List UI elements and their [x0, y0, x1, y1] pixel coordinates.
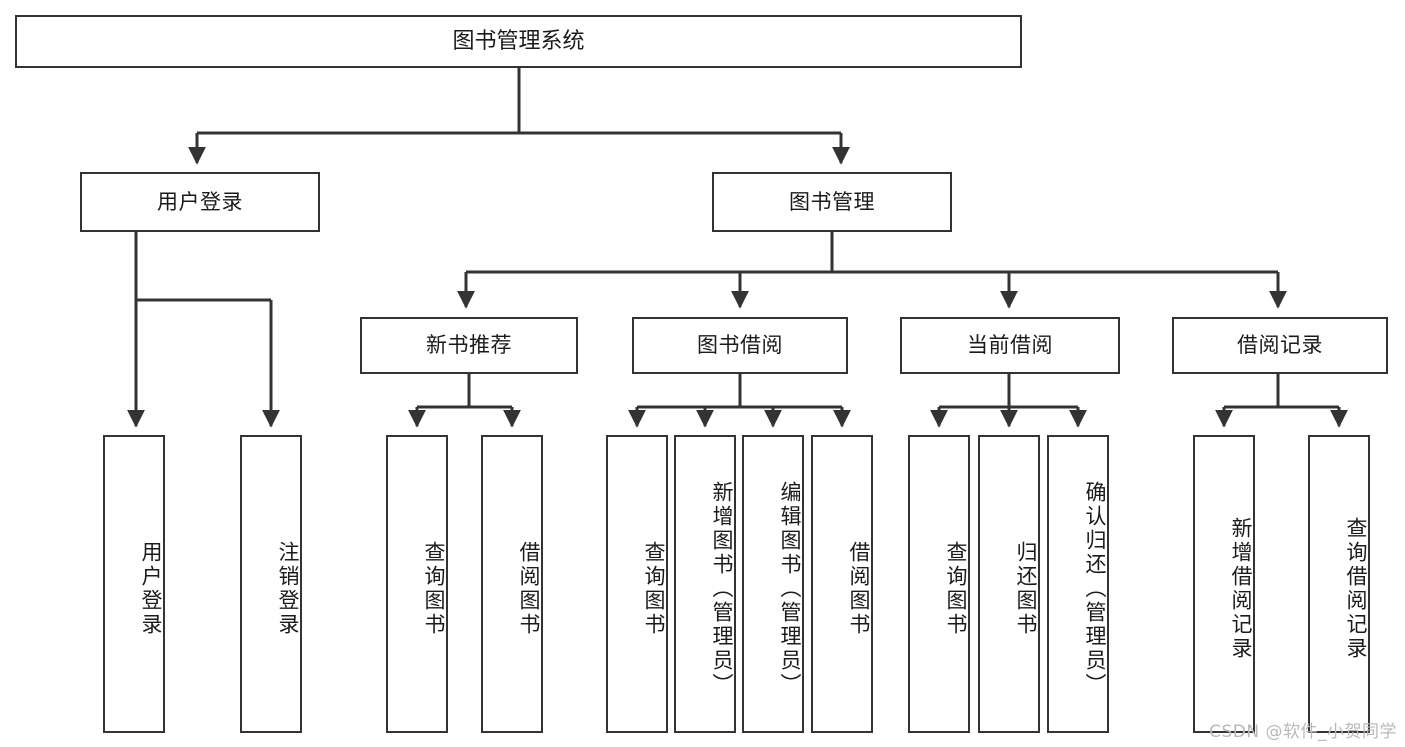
node-label: 查询图书 — [422, 541, 446, 637]
leaf-borrow-borrow-book[interactable]: 借阅图书 — [811, 435, 873, 733]
node-label: 图书管理系统 — [452, 28, 585, 54]
node-current-borrow[interactable]: 当前借阅 — [900, 317, 1120, 374]
node-label: 当前借阅 — [967, 333, 1053, 358]
leaf-current-return-book[interactable]: 归还图书 — [978, 435, 1040, 733]
node-label: 查询图书 — [944, 541, 968, 637]
leaf-borrow-query-book[interactable]: 查询图书 — [606, 435, 668, 733]
node-label: 查询图书 — [642, 541, 666, 637]
node-book-borrow[interactable]: 图书借阅 — [632, 317, 848, 374]
node-label: 用户登录 — [157, 189, 243, 214]
node-label: 图书管理 — [789, 189, 875, 214]
node-borrow-record[interactable]: 借阅记录 — [1172, 317, 1388, 374]
node-label: 新书推荐 — [426, 333, 512, 358]
node-label: 借阅图书 — [847, 541, 871, 637]
leaf-recommend-query-book[interactable]: 查询图书 — [386, 435, 448, 733]
leaf-record-query-record[interactable]: 查询借阅记录 — [1308, 435, 1370, 733]
leaf-user-login-login[interactable]: 用户登录 — [103, 435, 165, 733]
node-label: 注销登录 — [276, 541, 300, 637]
node-label: 新增图书（管理员） — [710, 481, 734, 697]
node-label: 借阅记录 — [1237, 333, 1323, 358]
leaf-borrow-edit-book[interactable]: 编辑图书（管理员） — [742, 435, 804, 733]
node-label: 归还图书 — [1014, 541, 1038, 637]
node-label: 借阅图书 — [517, 541, 541, 637]
node-user-login[interactable]: 用户登录 — [80, 172, 320, 232]
node-book-management[interactable]: 图书管理 — [712, 172, 952, 232]
node-label: 确认归还（管理员） — [1083, 481, 1107, 697]
node-label: 新增借阅记录 — [1229, 517, 1253, 661]
node-label: 图书借阅 — [697, 333, 783, 358]
node-label: 查询借阅记录 — [1344, 517, 1368, 661]
node-label: 编辑图书（管理员） — [778, 481, 802, 697]
leaf-user-login-logout[interactable]: 注销登录 — [240, 435, 302, 733]
leaf-recommend-borrow-book[interactable]: 借阅图书 — [481, 435, 543, 733]
node-label: 用户登录 — [139, 541, 163, 637]
leaf-current-query-book[interactable]: 查询图书 — [908, 435, 970, 733]
leaf-record-add-record[interactable]: 新增借阅记录 — [1193, 435, 1255, 733]
leaf-borrow-add-book[interactable]: 新增图书（管理员） — [674, 435, 736, 733]
node-new-book-recommend[interactable]: 新书推荐 — [360, 317, 578, 374]
node-root-system[interactable]: 图书管理系统 — [15, 15, 1022, 68]
leaf-current-confirm-return[interactable]: 确认归还（管理员） — [1047, 435, 1109, 733]
csdn-watermark: CSDN @软件_小贺同学 — [1209, 722, 1397, 742]
